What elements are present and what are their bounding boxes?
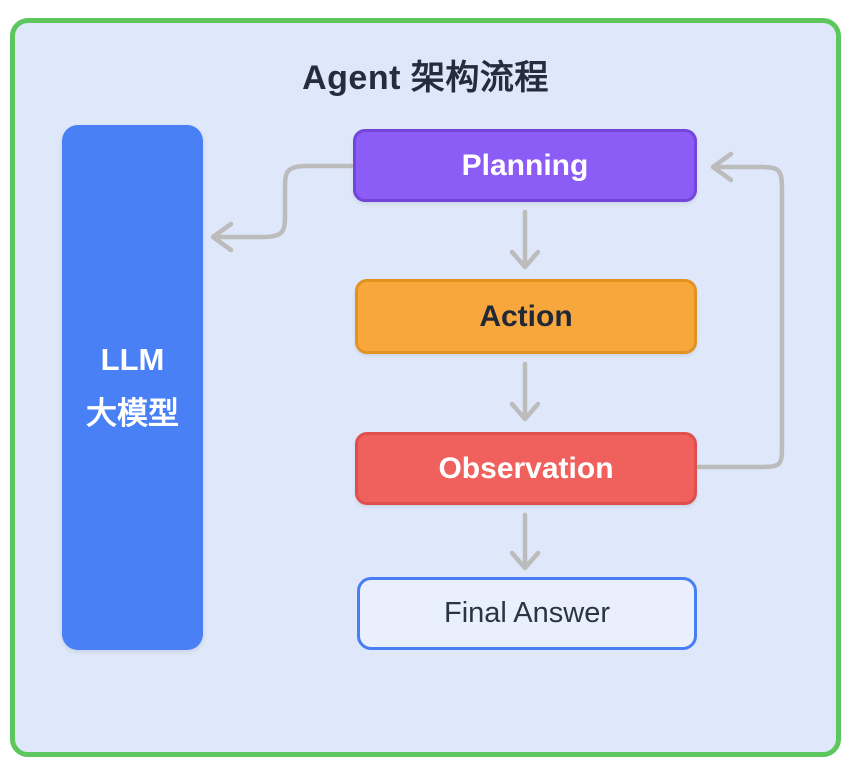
node-final-answer: Final Answer bbox=[357, 577, 697, 650]
diagram-frame: Agent 架构流程 LLM 大模型 Planning bbox=[10, 18, 841, 757]
node-observation-label: Observation bbox=[438, 451, 614, 485]
arrow-group bbox=[210, 151, 785, 571]
arrow-planning-to-action bbox=[509, 209, 541, 270]
arrow-observation-to-planning bbox=[696, 151, 785, 470]
node-final-answer-label: Final Answer bbox=[443, 597, 610, 629]
node-action-label: Action bbox=[479, 299, 573, 333]
node-llm-label-line1: LLM bbox=[100, 342, 165, 377]
arrow-action-to-observation bbox=[509, 361, 541, 422]
arrow-observation-to-final-answer bbox=[509, 512, 541, 571]
node-planning-label: Planning bbox=[461, 148, 589, 182]
node-action: Action bbox=[355, 279, 697, 354]
arrow-planning-to-llm bbox=[210, 163, 354, 253]
node-observation: Observation bbox=[355, 432, 697, 505]
node-llm-label-line2: 大模型 bbox=[86, 396, 179, 431]
node-planning: Planning bbox=[353, 129, 697, 202]
node-llm: LLM 大模型 bbox=[62, 125, 203, 650]
diagram-title: Agent 架构流程 bbox=[302, 59, 549, 97]
